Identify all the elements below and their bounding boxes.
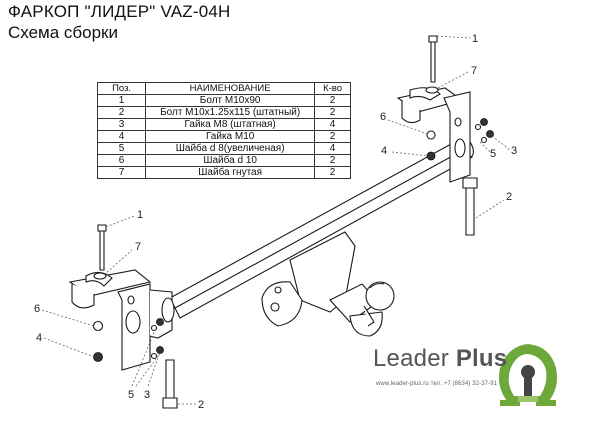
header-qty: К-во	[314, 82, 351, 95]
callout-washer-d10-left: 6	[34, 303, 40, 315]
callout-nut-m8-left: 3	[144, 389, 150, 401]
right-fasteners	[426, 35, 494, 236]
left-fasteners	[92, 224, 178, 409]
callout-washer-d8-right: 5	[490, 148, 496, 160]
table-row: 2 Болт М10х1.25х115 (штатный) 2	[96, 106, 351, 119]
leader-lines	[41, 35, 511, 405]
cell-name: Болт М10х90	[145, 94, 316, 107]
table-row: 3 Гайка М8 (штатная) 4	[96, 118, 351, 131]
table-row: 4 Гайка М10 2	[96, 130, 351, 143]
cell-qty: 4	[314, 118, 351, 131]
leader-plus-logo-icon	[499, 344, 557, 406]
cell-qty: 2	[314, 130, 351, 143]
cell-qty: 4	[314, 142, 351, 155]
cell-qty: 2	[314, 94, 351, 107]
callout-bent-washer-left: 7	[135, 241, 141, 253]
brand-name: Leader Plus	[373, 345, 507, 373]
table-row: 1 Болт М10х90 2	[96, 94, 351, 107]
towball-assembly	[261, 231, 395, 337]
cell-pos: 6	[96, 154, 147, 167]
callout-washer-d10-right: 6	[380, 111, 386, 123]
left-bracket	[68, 269, 175, 371]
cell-name: Шайба d 8(увеличеная)	[145, 142, 316, 155]
brand-name-bold: Plus	[455, 345, 508, 372]
callout-bolt-m10x90-left: 1	[137, 209, 143, 221]
cell-qty: 2	[314, 106, 351, 119]
cell-pos: 2	[96, 106, 147, 119]
brand-contact: www.leader-plus.ru тел. +7 (8634) 32-37-…	[376, 381, 498, 387]
callout-nut-m10-left: 4	[36, 332, 42, 344]
callout-nut-m10-right: 4	[381, 145, 387, 157]
cell-qty: 2	[314, 166, 351, 179]
cell-name: Шайба d 10	[145, 154, 316, 167]
cell-pos: 1	[96, 94, 147, 107]
cell-name: Шайба гнутая	[145, 166, 316, 179]
cell-pos: 5	[96, 142, 147, 155]
callout-washer-d8-left: 5	[128, 389, 134, 401]
document-subtitle: Схема сборки	[8, 23, 118, 42]
cell-qty: 2	[314, 154, 351, 167]
cell-name: Гайка М8 (штатная)	[145, 118, 316, 131]
callout-bolt-m10x115-left: 2	[198, 399, 204, 411]
table-header-row: Поз. НАИМЕНОВАНИЕ К-во	[96, 82, 351, 95]
cell-pos: 4	[96, 130, 147, 143]
cell-pos: 3	[96, 118, 147, 131]
table-row: 6 Шайба d 10 2	[96, 154, 351, 167]
callout-bolt-m10x90-right: 1	[472, 33, 478, 45]
parts-list-table: Поз. НАИМЕНОВАНИЕ К-во 1 Болт М10х90 2 2…	[96, 82, 351, 179]
header-pos: Поз.	[96, 82, 147, 95]
callout-nut-m8-right: 3	[511, 145, 517, 157]
cell-name: Гайка М10	[145, 130, 316, 143]
table-row: 7 Шайба гнутая 2	[96, 166, 351, 179]
document-title: ФАРКОП "ЛИДЕР" VAZ-04H	[8, 2, 231, 21]
table-row: 5 Шайба d 8(увеличеная) 4	[96, 142, 351, 155]
callout-bent-washer-right: 7	[471, 65, 477, 77]
callout-bolt-m10x115-right: 2	[506, 191, 512, 203]
cell-pos: 7	[96, 166, 147, 179]
right-bracket	[396, 86, 471, 183]
cell-name: Болт М10х1.25х115 (штатный)	[145, 106, 316, 119]
brand-name-regular: Leader	[373, 345, 449, 372]
header-name: НАИМЕНОВАНИЕ	[145, 82, 316, 95]
